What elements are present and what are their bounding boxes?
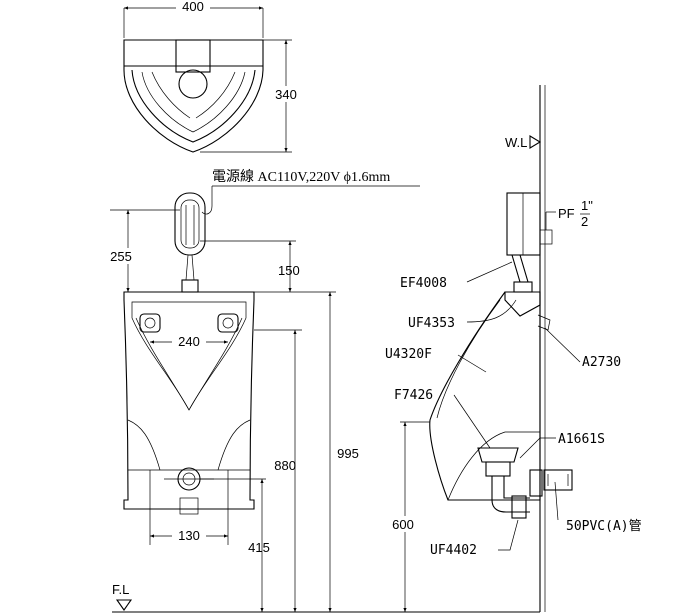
- floor-label: F.L: [112, 582, 129, 597]
- top-view: 400 340: [123, 0, 302, 153]
- flush-valve-box: [506, 192, 541, 256]
- dim-415: 415: [248, 540, 270, 555]
- dim-340: 340: [275, 87, 297, 102]
- pf-label: PF: [558, 206, 575, 221]
- dim-880: 880: [274, 458, 296, 473]
- label-uf4402: UF4402: [430, 543, 477, 558]
- dim-400: 400: [182, 0, 204, 14]
- label-uf4353: UF4353: [408, 316, 455, 331]
- dim-600: 600: [392, 517, 414, 532]
- label-u4320f: U4320F: [385, 347, 432, 362]
- dim-995: 995: [337, 446, 359, 461]
- dim-255: 255: [110, 249, 132, 264]
- mounting-bracket-left: [139, 313, 161, 333]
- drain-trap: [477, 447, 519, 463]
- power-cable-note: 電源線 AC110V,220V ϕ1.6mm: [212, 169, 390, 185]
- pf-size-sub: 2: [581, 214, 588, 229]
- mounting-bracket-right: [217, 313, 239, 333]
- label-50pvc: 50PVC(A)管: [566, 519, 642, 534]
- side-view: W.L PF 1" 2: [385, 85, 642, 612]
- urinal-top-outline: [123, 39, 264, 153]
- label-a1661s: A1661S: [558, 432, 605, 447]
- dim-240: 240: [178, 334, 200, 349]
- wall-label: W.L: [505, 135, 527, 150]
- sensor-module: [174, 192, 206, 256]
- label-a2730: A2730: [582, 355, 621, 370]
- dim-130: 130: [178, 528, 200, 543]
- label-ef4008: EF4008: [400, 276, 447, 291]
- label-f7426: F7426: [394, 388, 433, 403]
- dim-150: 150: [278, 263, 300, 278]
- front-view: 電源線 AC110V,220V ϕ1.6mm 255 150: [104, 169, 540, 613]
- pf-size-sup: 1": [581, 198, 593, 213]
- urinal-front-outline: [123, 291, 255, 510]
